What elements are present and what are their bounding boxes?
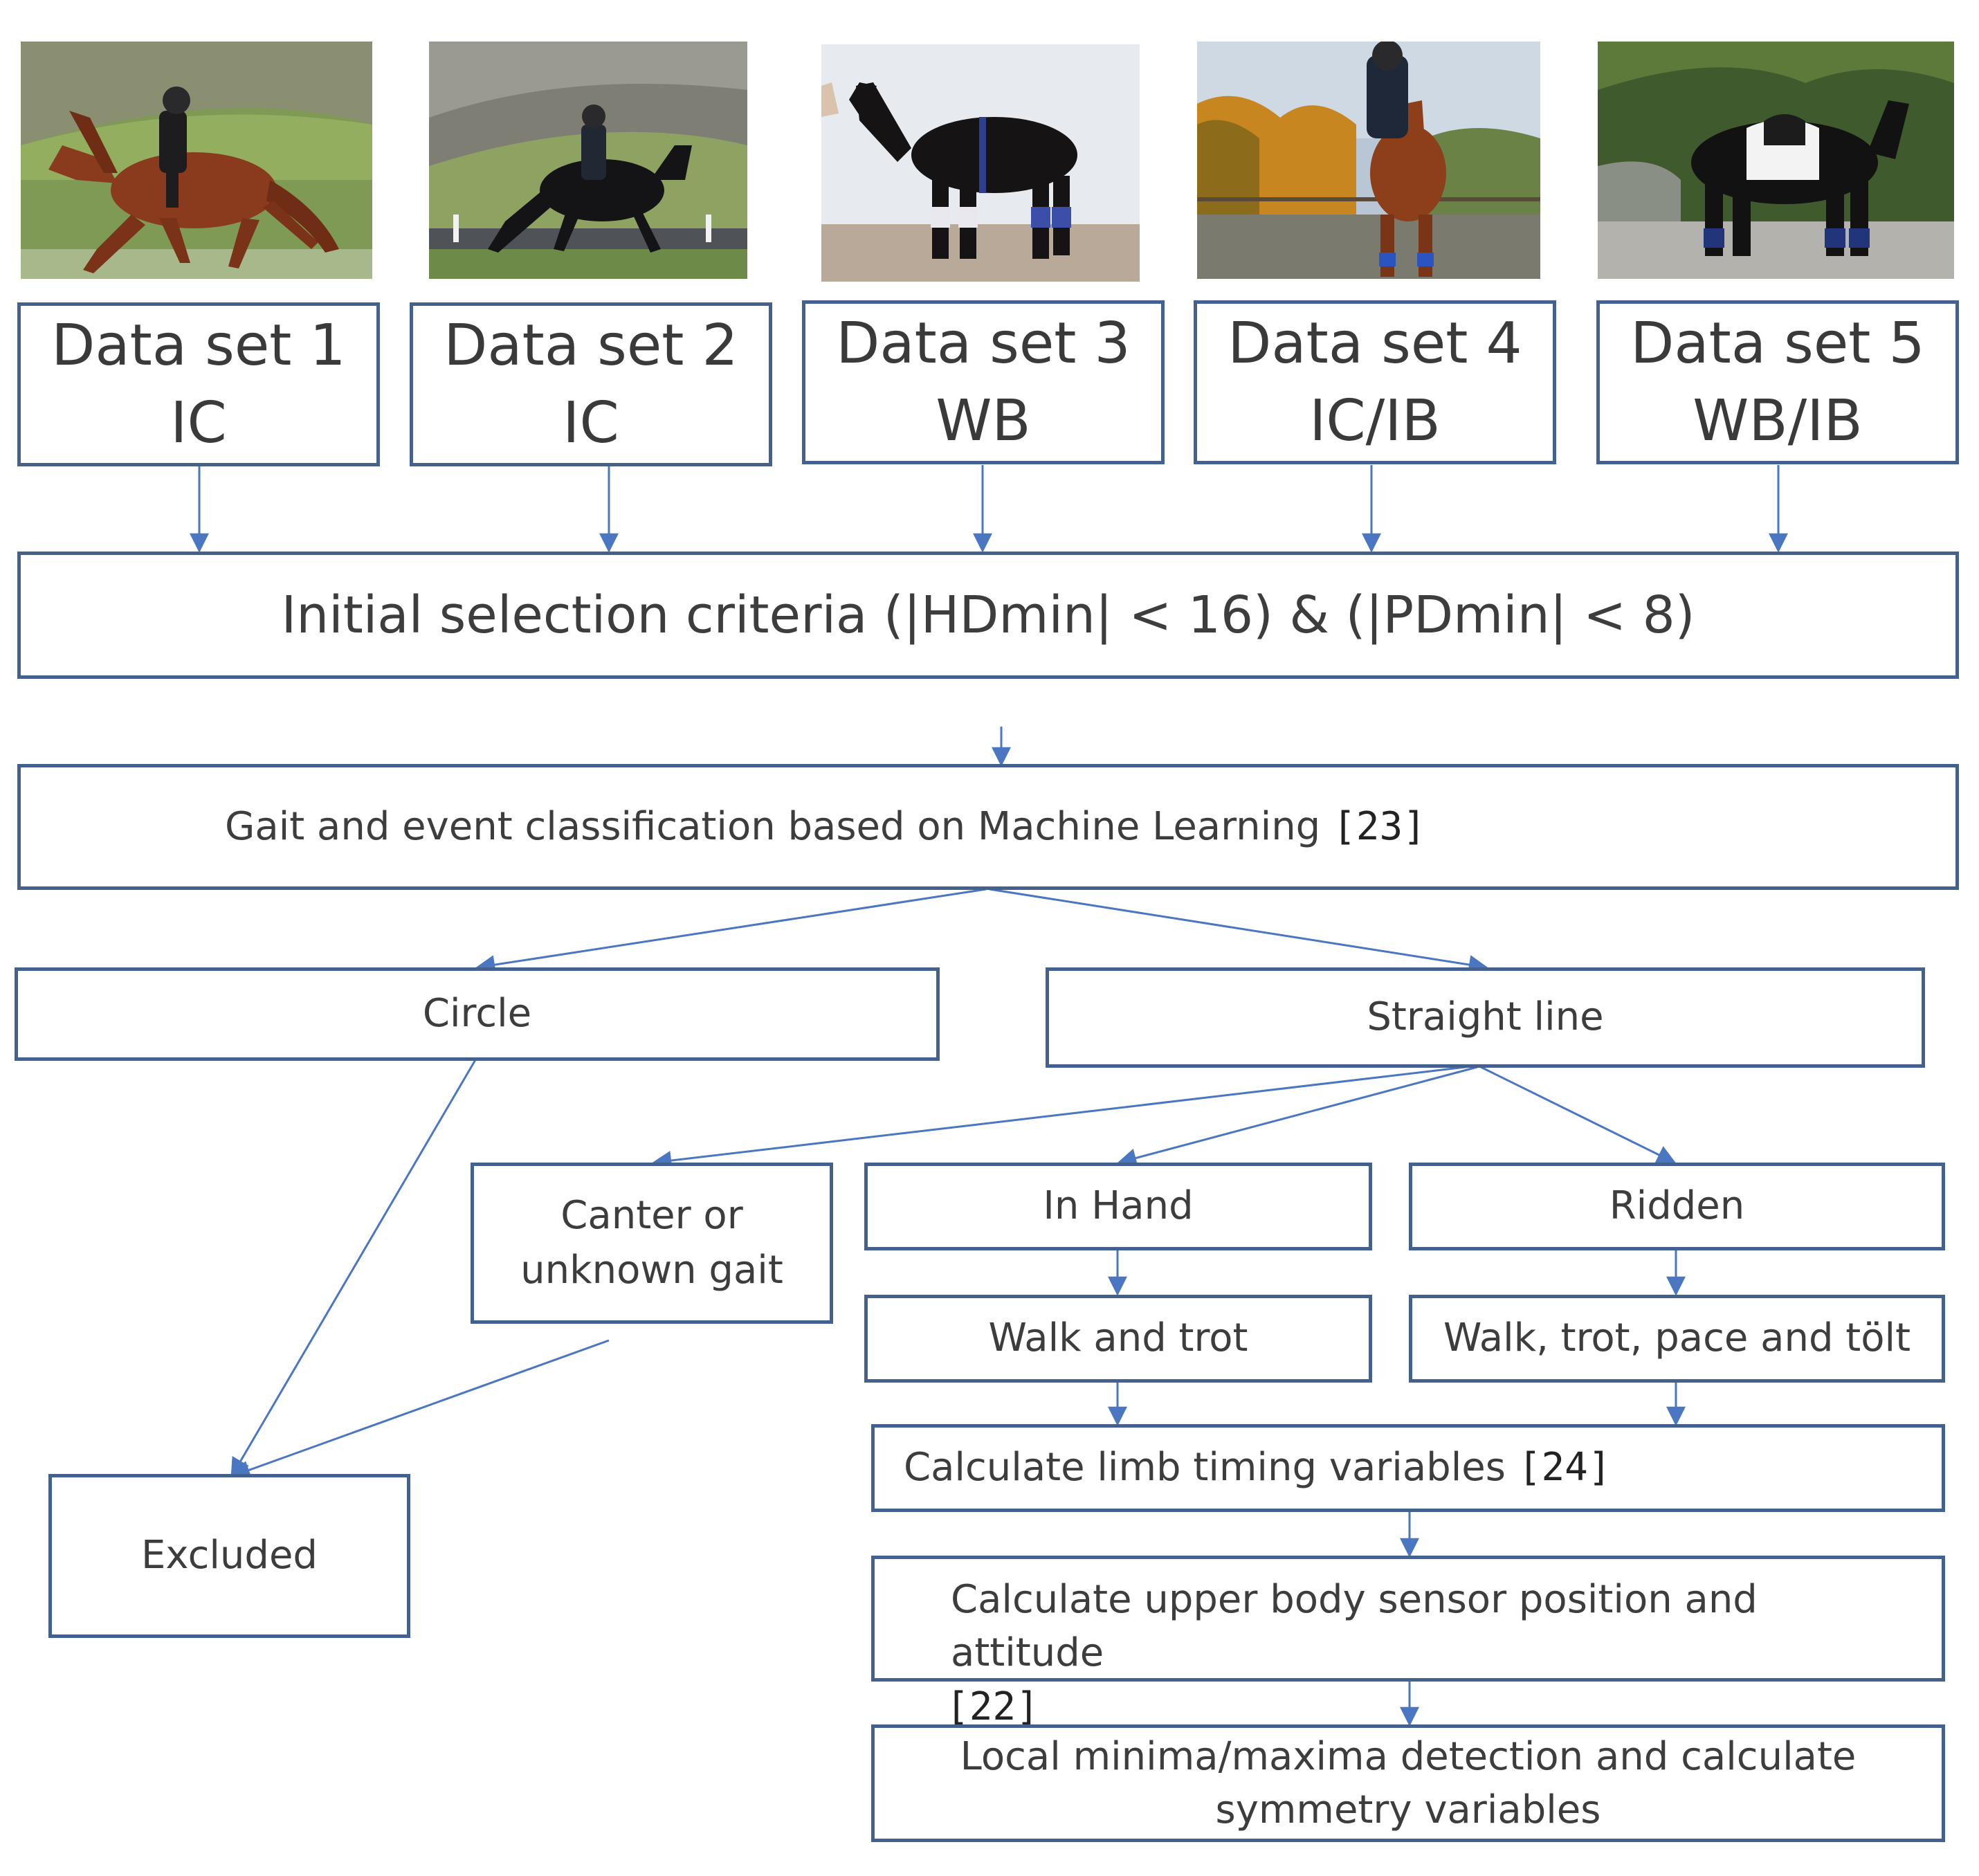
excluded-text: Excluded	[141, 1533, 318, 1578]
dataset-type: IC/IB	[1309, 388, 1441, 454]
dataset-name: Data set 2	[444, 312, 738, 379]
walk-trot-text: Walk and trot	[988, 1315, 1248, 1361]
horse-ridden-sensors-icon	[1197, 42, 1540, 279]
dataset-name: Data set 4	[1228, 310, 1522, 376]
local-minima-box: Local minima/maxima detection and calcul…	[871, 1724, 1945, 1842]
circle-text: Circle	[422, 991, 532, 1037]
arrow-canter-to-excluded	[230, 1339, 610, 1479]
photo-dataset-5	[1598, 42, 1954, 279]
canter-unknown-text: Canter or unknown gait	[520, 1193, 783, 1293]
photo-dataset-2	[429, 42, 747, 279]
horse-saddled-icon	[1598, 42, 1954, 279]
gait-classification-box: Gait and event classification based on M…	[17, 764, 1959, 890]
walk-trot-pace-tolt-box: Walk, trot, pace and tölt	[1409, 1295, 1945, 1383]
dataset-type: WB/IB	[1693, 388, 1863, 454]
dataset-box-2: Data set 2 IC	[410, 302, 772, 466]
dataset-name: Data set 5	[1630, 310, 1925, 376]
ridden-text: Ridden	[1609, 1183, 1745, 1229]
arrow-straight-to-ridden	[1480, 1066, 1677, 1164]
excluded-box: Excluded	[48, 1474, 410, 1638]
horse-black-icon	[429, 42, 747, 279]
dataset-type: WB	[936, 388, 1031, 454]
dataset-name: Data set 1	[51, 312, 346, 379]
in-hand-box: In Hand	[864, 1163, 1372, 1250]
upper-body-box: Calculate upper body sensor position and…	[871, 1556, 1945, 1729]
limb-timing-box: Calculate limb timing variables [24]	[871, 1424, 1945, 1512]
photo-dataset-1	[21, 42, 372, 279]
dataset-type: IC	[170, 390, 227, 456]
circle-box: Circle	[15, 967, 940, 1061]
photo-dataset-3	[821, 44, 1140, 282]
gait-classification-ref: [23]	[1333, 803, 1426, 849]
gait-classification-text: Gait and event classification based on M…	[225, 803, 1321, 849]
dataset-box-3: Data set 3 WB	[802, 300, 1165, 464]
upper-body-ref: [22]	[946, 1684, 1039, 1729]
photo-dataset-4	[1197, 42, 1540, 279]
in-hand-text: In Hand	[1043, 1183, 1194, 1229]
dataset-box-5: Data set 5 WB/IB	[1596, 300, 1959, 464]
arrow-classification-to-circle	[475, 888, 987, 975]
limb-timing-ref: [24]	[1517, 1445, 1612, 1491]
arrow-circle-to-excluded	[230, 1058, 477, 1478]
ridden-box: Ridden	[1409, 1163, 1945, 1250]
horse-chestnut-icon	[21, 42, 372, 279]
horse-in-hand-icon	[821, 44, 1140, 282]
initial-selection-box: Initial selection criteria (|HDmin| < 16…	[17, 552, 1959, 679]
arrow-straight-to-canter	[652, 1064, 1478, 1170]
straight-line-box: Straight line	[1046, 967, 1925, 1068]
dataset-name: Data set 3	[836, 310, 1131, 376]
dataset-type: IC	[563, 390, 619, 456]
initial-selection-text: Initial selection criteria (|HDmin| < 16…	[281, 585, 1695, 645]
dataset-box-4: Data set 4 IC/IB	[1194, 300, 1556, 464]
local-minima-text: Local minima/maxima detection and calcul…	[960, 1733, 1857, 1832]
dataset-box-1: Data set 1 IC	[17, 302, 380, 466]
walk-trot-pace-tolt-text: Walk, trot, pace and tölt	[1443, 1315, 1911, 1361]
walk-trot-box: Walk and trot	[864, 1295, 1372, 1383]
limb-timing-text: Calculate limb timing variables	[904, 1445, 1506, 1491]
arrow-classification-to-straight	[989, 888, 1488, 974]
canter-unknown-box: Canter or unknown gait	[471, 1163, 833, 1324]
straight-line-text: Straight line	[1367, 994, 1604, 1040]
arrow-straight-to-inhand	[1117, 1066, 1478, 1168]
upper-body-text: Calculate upper body sensor position and…	[951, 1577, 1758, 1676]
